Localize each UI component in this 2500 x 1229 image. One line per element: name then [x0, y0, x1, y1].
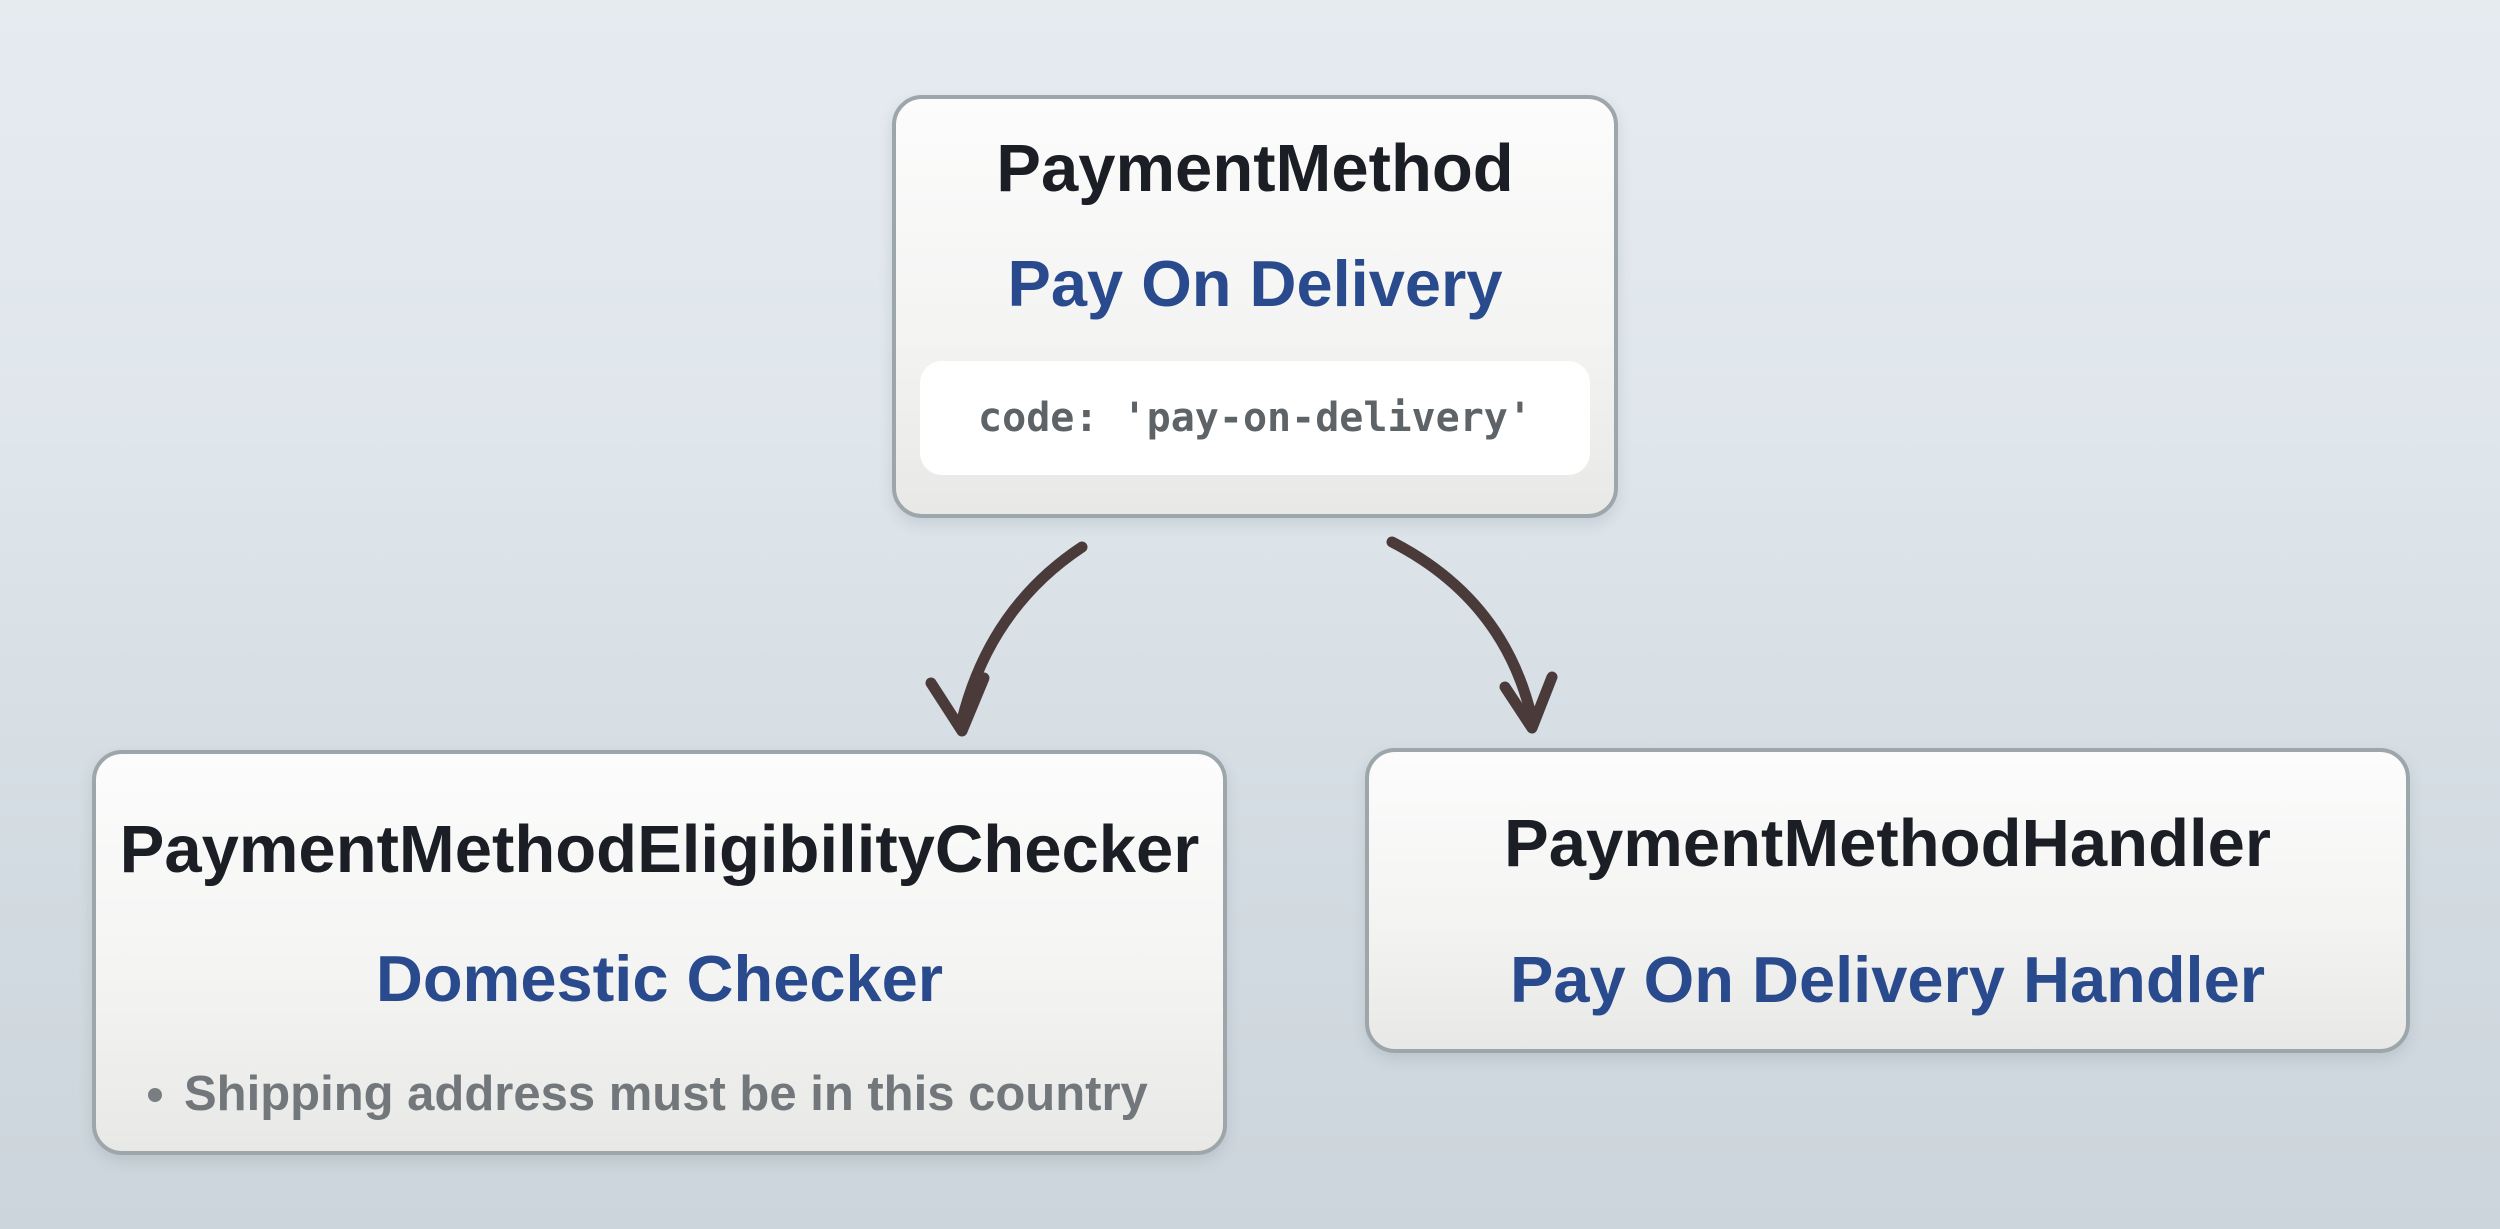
node-payment-method-handler: PaymentMethodHandler Pay On Delivery Han… — [1365, 748, 2410, 1053]
node-title: PaymentMethodEligibilityChecker — [119, 812, 1200, 887]
code-text: code: 'pay-on-delivery' — [978, 395, 1532, 442]
node-subtitle: Domestic Checker — [375, 942, 944, 1016]
node-payment-method-eligibility-checker: PaymentMethodEligibilityChecker Domestic… — [92, 750, 1227, 1155]
node-subtitle: Pay On Delivery Handler — [1509, 943, 2266, 1017]
criteria-text: Shipping address must be in this country — [184, 1067, 1148, 1122]
node-subtitle: Pay On Delivery — [1007, 247, 1503, 321]
arrow-to-eligibility-checker-icon — [925, 541, 1088, 737]
node-title: PaymentMethodHandler — [1504, 806, 2271, 881]
bullet-dot-icon — [148, 1087, 162, 1102]
node-payment-method: PaymentMethod Pay On Delivery code: 'pay… — [892, 95, 1618, 518]
arrow-to-handler-icon — [1386, 536, 1558, 734]
node-title: PaymentMethod — [996, 131, 1514, 206]
criteria-list: Shipping address must be in this country — [96, 1065, 1223, 1124]
criteria-item: Shipping address must be in this country — [96, 1065, 1223, 1124]
code-chip: code: 'pay-on-delivery' — [920, 361, 1590, 476]
